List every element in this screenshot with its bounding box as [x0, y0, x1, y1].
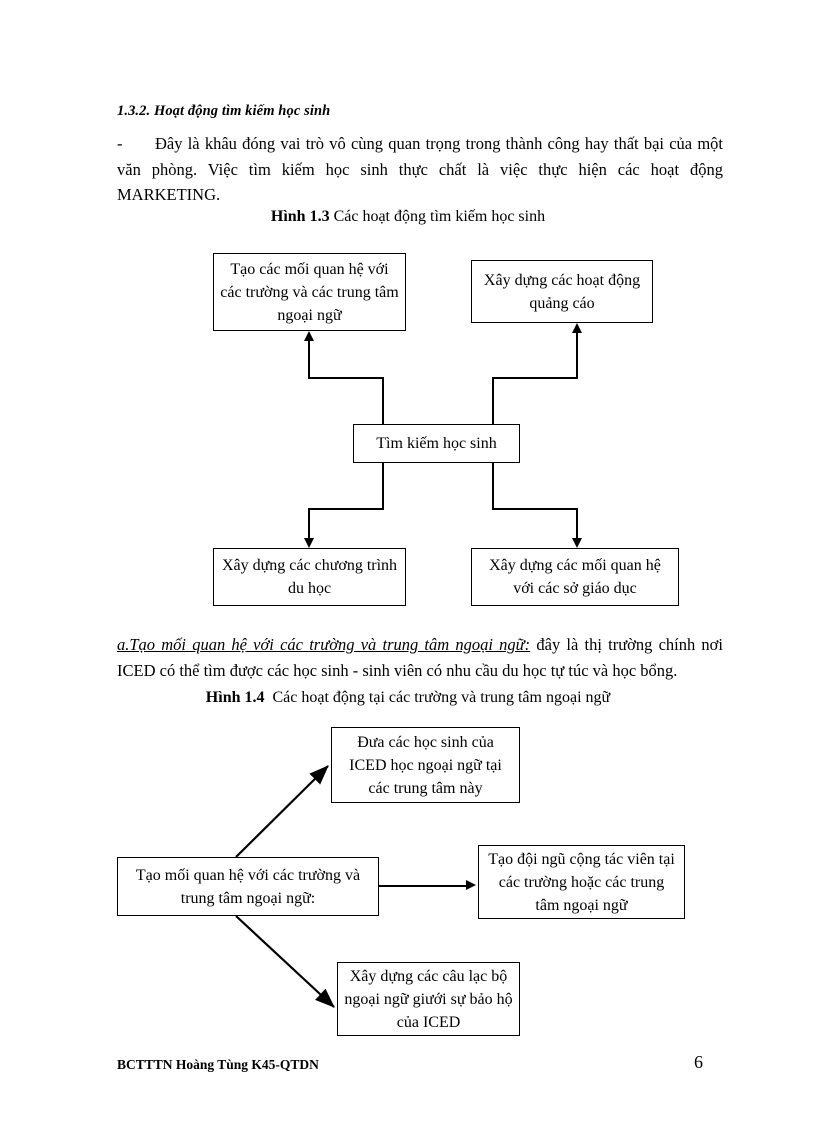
page-number: 6: [694, 1052, 703, 1072]
figure-1-3-node-top-right: Xây dựng các hoạt động quảng cáo: [471, 260, 653, 323]
figure-1-3-caption-text: Các hoạt động tìm kiếm học sinh: [333, 208, 546, 225]
connector-center-to-bottomright-v2: [576, 508, 578, 538]
arrow-up-icon: [303, 331, 314, 341]
figure-1-3-node-top-left: Tạo các mối quan hệ với các trường và cá…: [213, 253, 406, 331]
connector-center-to-topright-v2: [576, 333, 578, 378]
bullet-dash: -: [117, 134, 123, 153]
figure-1-4-caption-label: Hình 1.4: [205, 689, 265, 706]
figure-1-4-caption: Hình 1.4 Các hoạt động tại các trường và…: [0, 689, 816, 707]
figure-1-4-caption-text: Các hoạt động tại các trường và trung tâ…: [272, 689, 611, 706]
connector-center-to-bottomleft-v2: [308, 508, 310, 538]
arrow-down-icon: [571, 538, 582, 548]
connector-center-to-topleft-h: [308, 377, 384, 379]
connector-center-to-topright-h: [492, 377, 578, 379]
paragraph-a-rest: đây là thị trường chính nơi ICED có thể …: [117, 635, 723, 680]
figure-1-4-node-source: Tạo mối quan hệ với các trường và trung …: [117, 857, 379, 916]
footer-text: BCTTTN Hoàng Tùng K45-QTDN: [117, 1057, 319, 1072]
figure-1-3-node-center: Tìm kiếm học sinh: [353, 424, 520, 463]
arrow-down-icon: [303, 538, 314, 548]
connector-center-to-bottomright-h: [492, 508, 578, 510]
paragraph-a: a.Tạo mối quan hệ với các trường và trun…: [117, 632, 723, 683]
connector-center-to-topleft-v2: [308, 341, 310, 378]
arrow-source-to-bottom: [235, 915, 335, 1008]
intro-paragraph: -Đây là khâu đóng vai trò vô cùng quan t…: [117, 131, 723, 208]
connector-center-to-bottomleft-h: [308, 508, 384, 510]
figure-1-4-node-middle-right: Tạo đội ngũ cộng tác viên tại các trường…: [478, 845, 685, 919]
figure-1-4-node-bottom: Xây dựng các câu lạc bộ ngoại ngữ giưới …: [337, 962, 520, 1036]
section-heading: 1.3.2. Hoạt động tìm kiếm học sinh: [117, 103, 331, 119]
connector-center-to-bottomleft-v1: [382, 462, 384, 510]
connector-center-to-bottomright-v1: [492, 462, 494, 510]
connector-source-to-middleright: [379, 885, 467, 887]
arrow-up-icon: [571, 323, 582, 333]
paragraph-a-lead-in: a.Tạo mối quan hệ với các trường và trun…: [117, 635, 531, 654]
figure-1-3-caption: Hình 1.3 Các hoạt động tìm kiếm học sinh: [0, 208, 816, 226]
arrow-right-icon: [466, 880, 476, 890]
connector-center-to-topleft-v1: [382, 377, 384, 425]
figure-1-4-node-top: Đưa các học sinh của ICED học ngoại ngữ …: [331, 727, 520, 803]
arrow-source-to-top: [235, 765, 329, 858]
intro-paragraph-text: Đây là khâu đóng vai trò vô cùng quan tr…: [117, 134, 723, 204]
figure-1-3-node-bottom-left: Xây dựng các chương trình du học: [213, 548, 406, 606]
connector-center-to-topright-v1: [492, 377, 494, 425]
figure-1-3-caption-label: Hình 1.3: [270, 208, 330, 225]
figure-1-3-node-bottom-right: Xây dựng các mối quan hệ với các sở giáo…: [471, 548, 679, 606]
